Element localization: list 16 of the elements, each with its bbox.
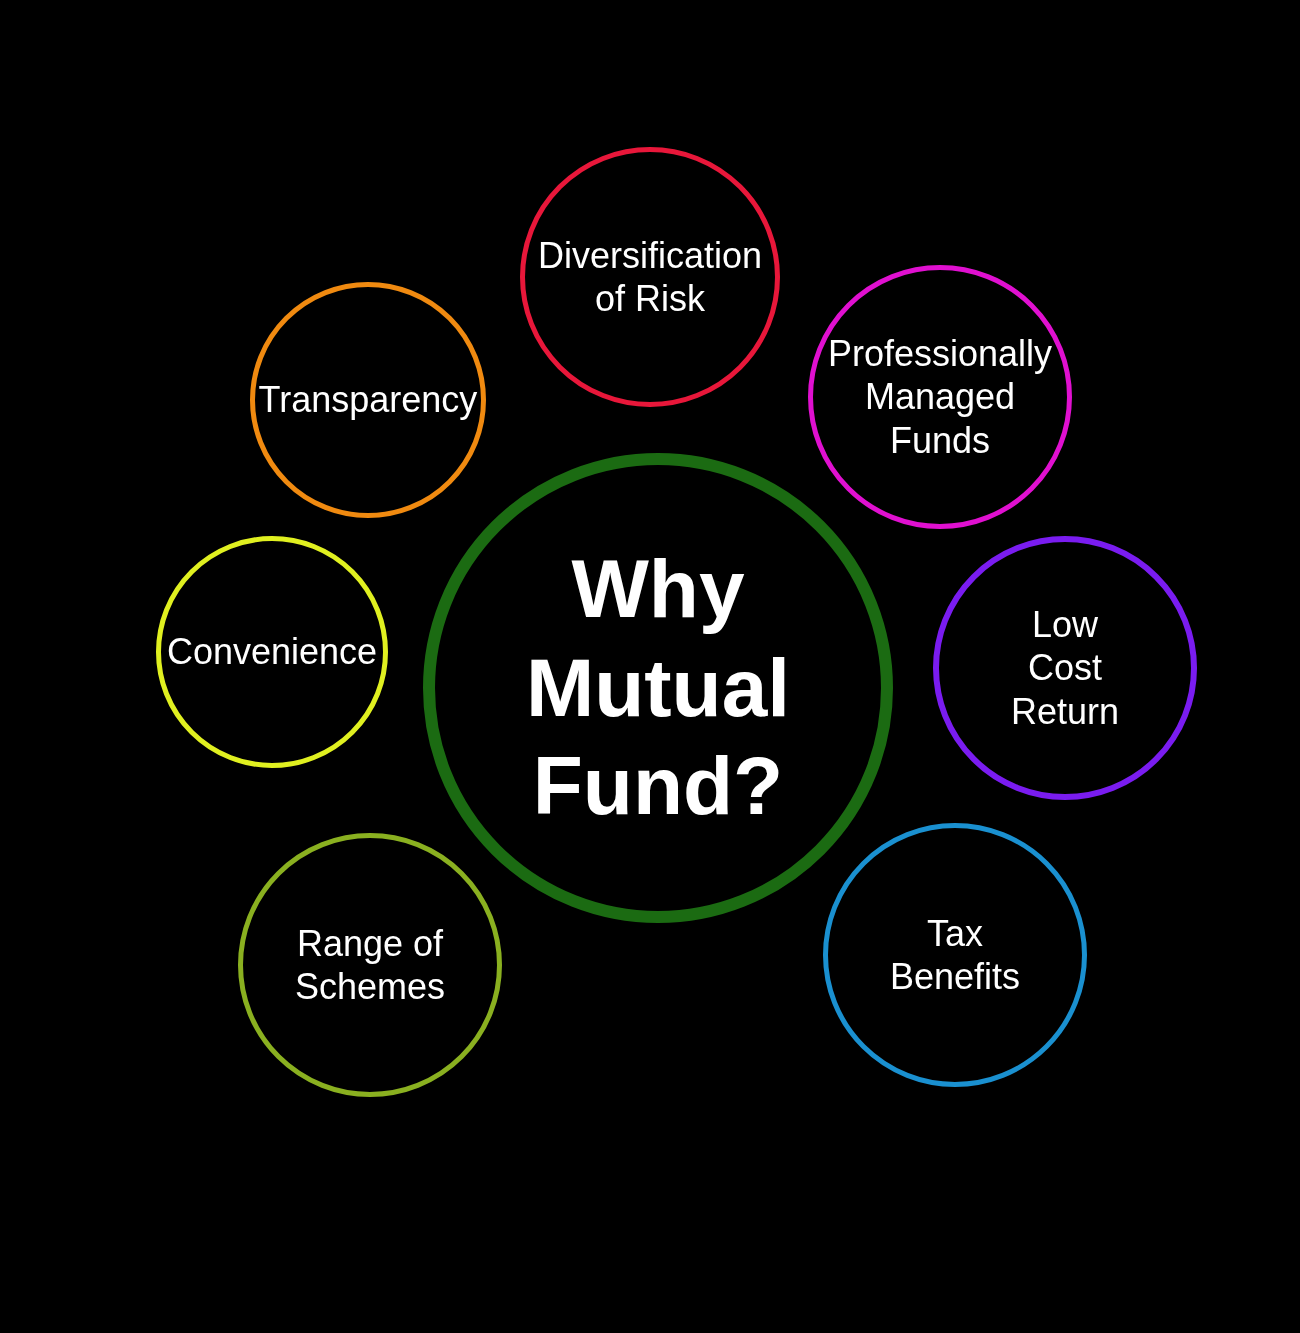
benefit-label: Diversification of Risk (536, 233, 764, 321)
benefit-label: Convenience (165, 630, 379, 674)
circle-node (520, 147, 780, 407)
circle-node (823, 823, 1087, 1087)
circle-node (250, 282, 486, 518)
central-circle (423, 453, 893, 923)
circle-node (238, 833, 502, 1097)
circle-node (808, 265, 1072, 529)
benefit-label: Range of Schemes (293, 921, 447, 1009)
benefit-label: Transparency (257, 378, 479, 422)
circle-node (156, 536, 388, 768)
benefit-label: Low Cost Return (1009, 603, 1121, 733)
benefit-label: Tax Benefits (888, 911, 1022, 999)
circle-node (933, 536, 1197, 800)
benefit-label: Professionally Managed Funds (826, 332, 1054, 462)
central-question: Why Mutual Fund? (524, 542, 792, 834)
